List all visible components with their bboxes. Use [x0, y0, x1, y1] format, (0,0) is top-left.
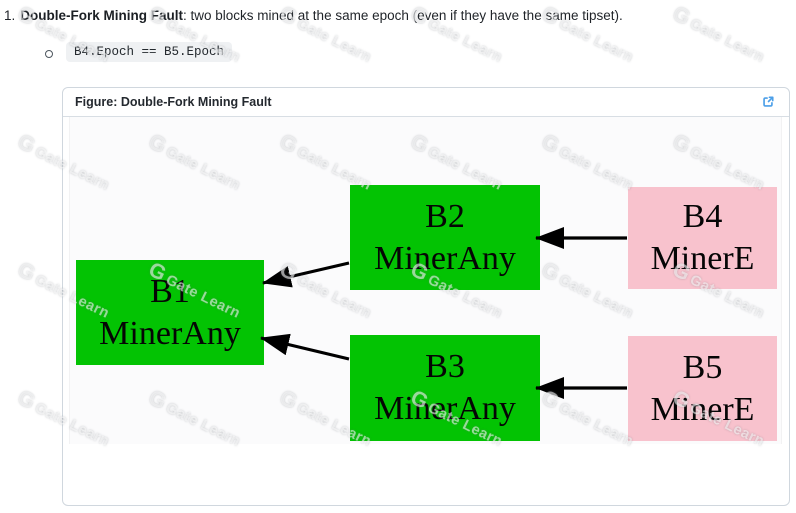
block-id: B3	[425, 348, 465, 385]
figure-header: Figure: Double-Fork Mining Fault	[63, 88, 789, 117]
ordered-list-item: 1. Double-Fork Mining Fault: two blocks m…	[4, 7, 623, 24]
list-item-number: 1.	[4, 8, 16, 23]
figure-title: Figure: Double-Fork Mining Fault	[75, 95, 272, 109]
list-item-term: Double-Fork Mining Fault	[20, 8, 183, 23]
block-miner: MinerE	[650, 240, 755, 277]
open-in-new-icon[interactable]	[761, 95, 775, 109]
inline-code-chip: B4.Epoch == B5.Epoch	[66, 42, 233, 62]
figure-card: Figure: Double-Fork Mining Fault B1 Mine…	[62, 87, 790, 506]
diagram-block-b2: B2 MinerAny	[350, 185, 540, 290]
circle-bullet-icon	[45, 50, 53, 58]
diagram-block-b5: B5 MinerE	[628, 336, 777, 441]
block-miner: MinerAny	[374, 239, 516, 277]
figure-diagram: B1 MinerAny B2 MinerAny B3 MinerAny B4 M…	[63, 117, 789, 505]
diagram-block-b1: B1 MinerAny	[76, 260, 264, 365]
diagram-block-b4: B4 MinerE	[628, 187, 777, 289]
block-id: B1	[150, 272, 190, 310]
list-item-description: : two blocks mined at the same epoch (ev…	[183, 8, 623, 23]
block-miner: MinerAny	[374, 390, 516, 427]
block-id: B5	[682, 348, 723, 386]
diagram-block-b3: B3 MinerAny	[350, 335, 540, 441]
block-id: B4	[682, 198, 723, 235]
block-id: B2	[425, 197, 465, 235]
block-miner: MinerAny	[99, 314, 241, 352]
block-miner: MinerE	[650, 390, 755, 428]
watermark: GGate Learn	[668, 2, 767, 66]
